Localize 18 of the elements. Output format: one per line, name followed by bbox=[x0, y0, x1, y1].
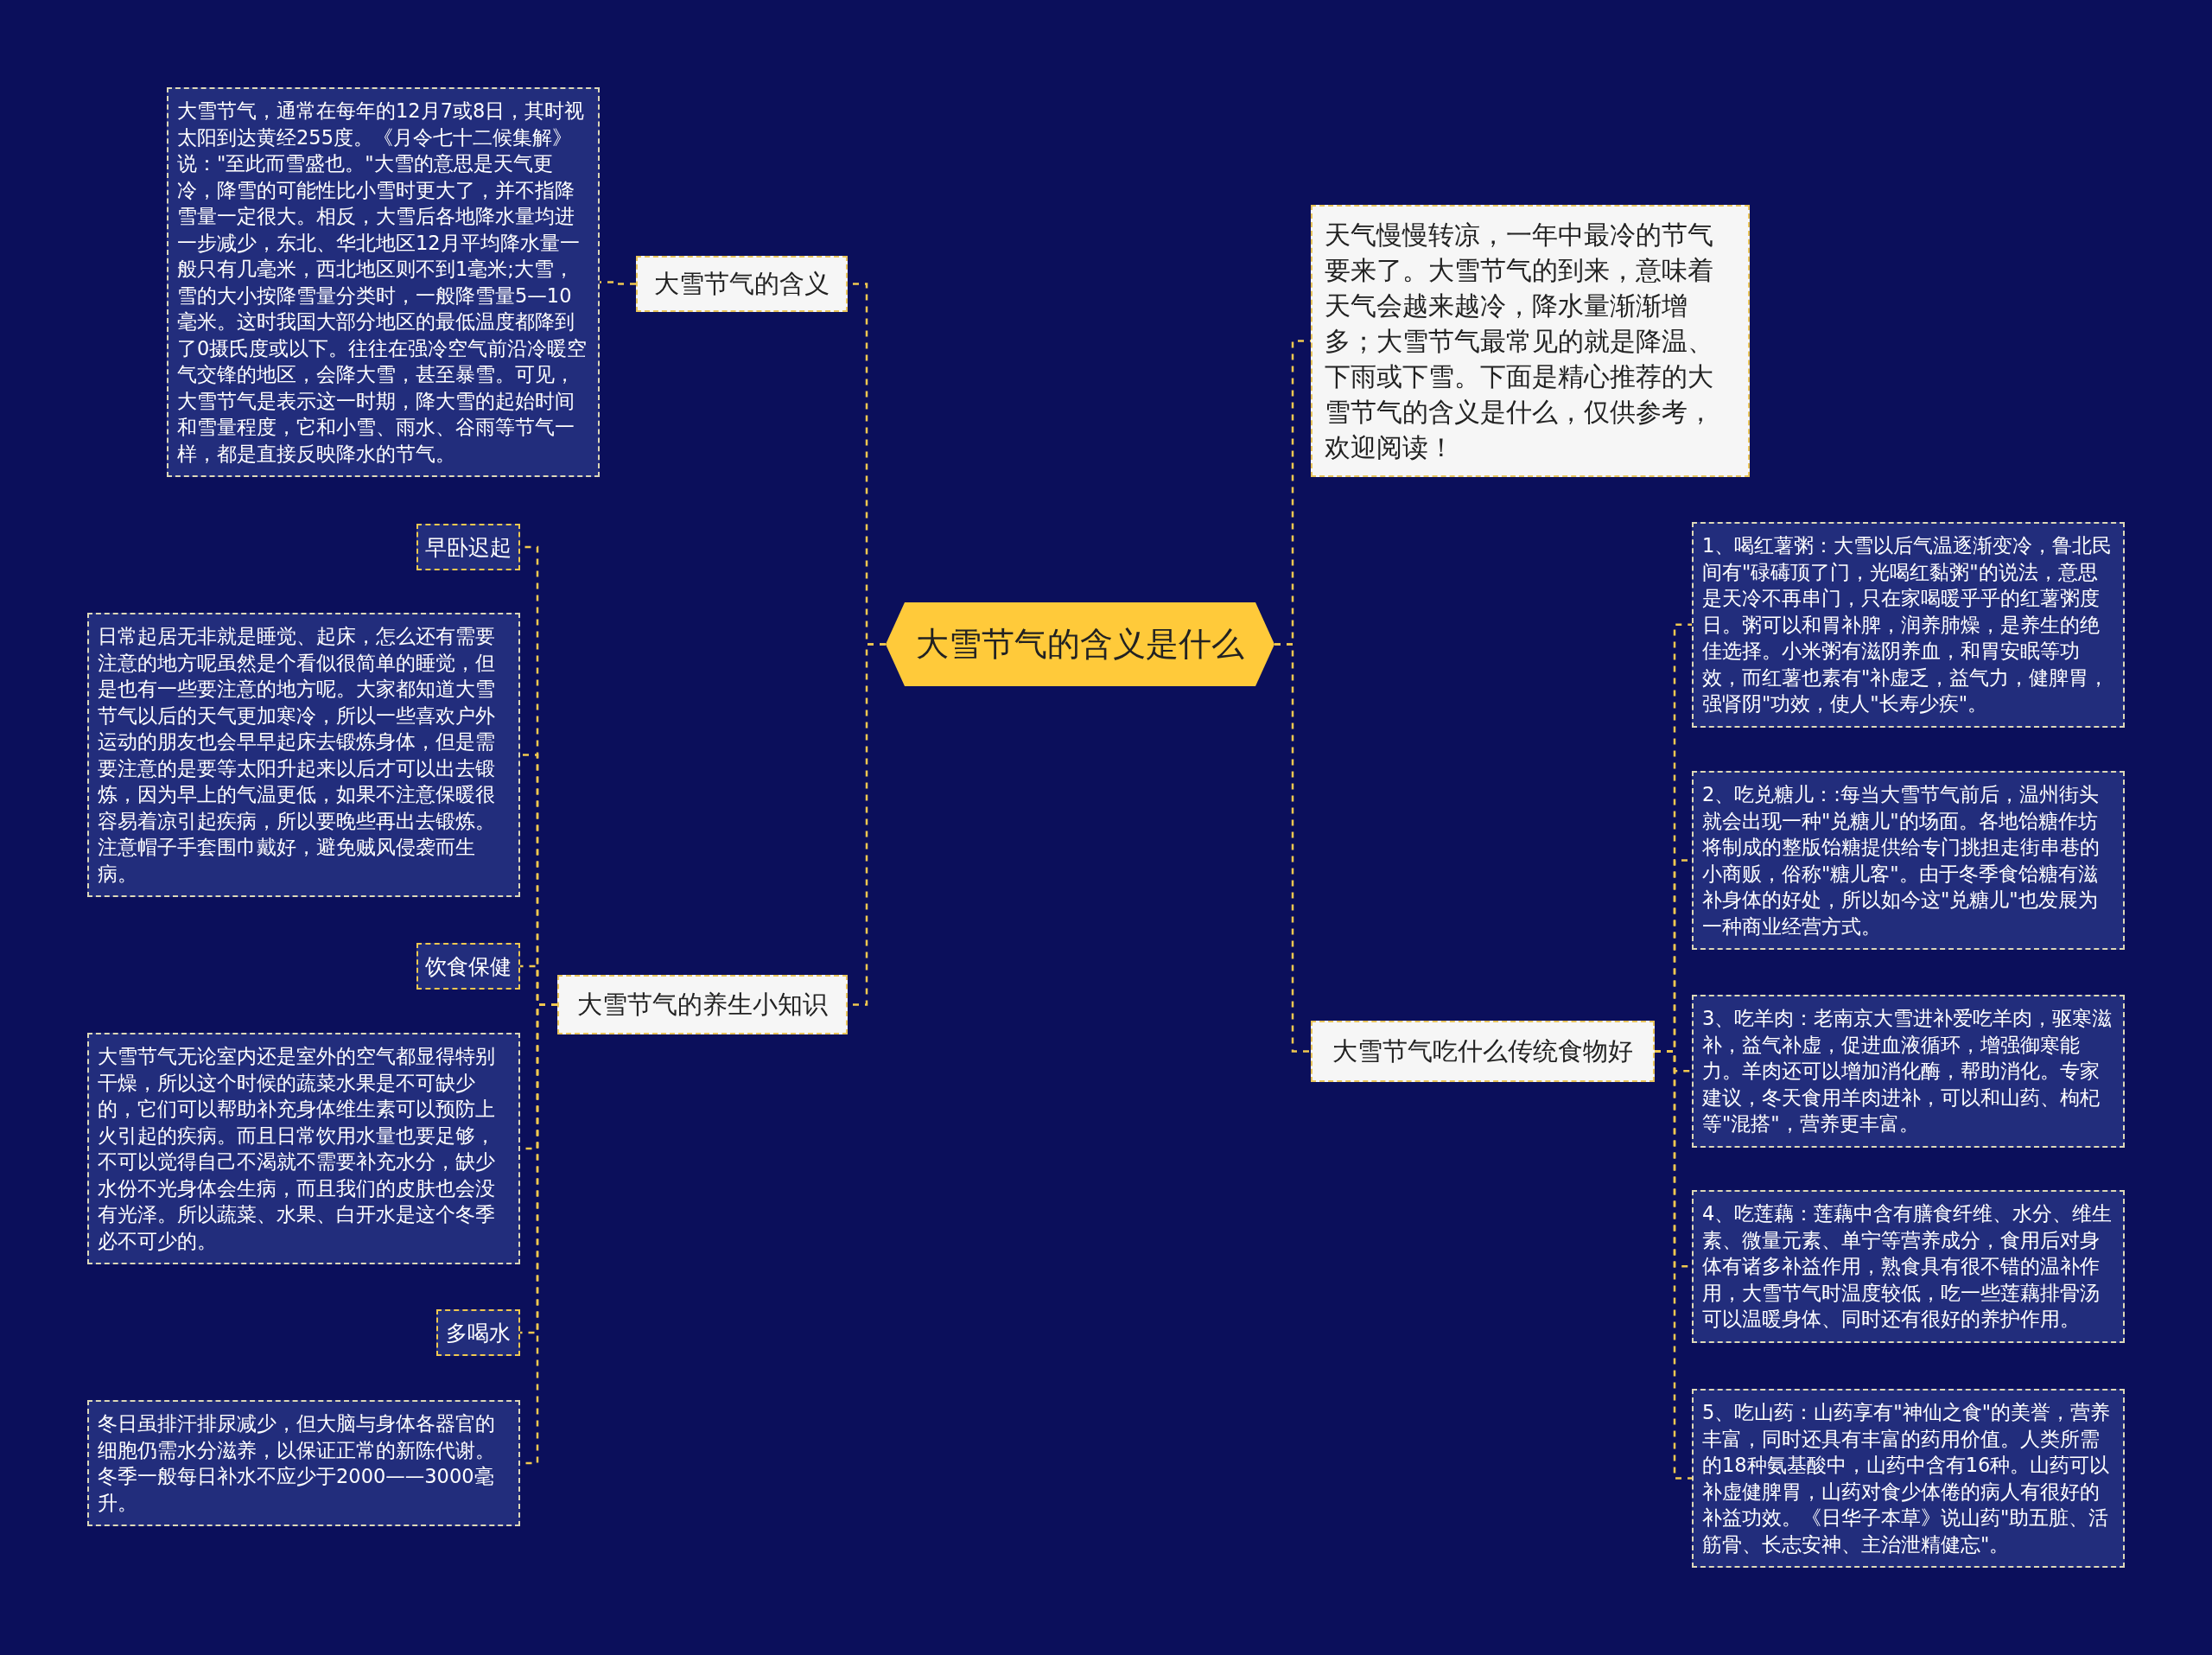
connector bbox=[1274, 643, 1311, 1053]
topic-box: 大雪节气的含义 bbox=[636, 256, 848, 312]
connector bbox=[600, 281, 636, 285]
subtopic-box: 早卧迟起 bbox=[416, 524, 520, 570]
note-box: 日常起居无非就是睡觉、起床，怎么还有需要注意的地方呢虽然是个看似很简单的睡觉，但是也有一些要注意的地方呢。大家都知道大雪节气以后的天气更加寒冷，所以一些喜欢户外运动的朋友也会早早起床去锻炼身体，但是需要注意的是要等太阳升起来以后才可以出去锻炼，因为早上的气温更低，如果不注意保暖很容易着凉引起疾病，所以要晚些再出去锻炼。注意帽子手套围巾戴好，避免贼风侵袭而生病。 bbox=[87, 613, 520, 897]
note-box: 1、喝红薯粥：大雪以后气温逐渐变冷，鲁北民间有"碌碡顶了门，光喝红黏粥"的说法，意思是天冷不再串门，只在家喝暖乎乎的红薯粥度日。粥可以和胃补脾，润养肺燥，是养生的绝佳选择。小米粥有滋阴养血，和胃安眠等功效，而红薯也素有"补虚乏，益气力，健脾胃，强肾阴"功效，使人"长寿少疾"。 bbox=[1692, 522, 2125, 728]
subtopic-box: 多喝水 bbox=[436, 1309, 520, 1356]
subtopic-box: 饮食保健 bbox=[416, 943, 520, 990]
topic-box: 大雪节气的养生小知识 bbox=[557, 975, 848, 1034]
note-box: 大雪节气无论室内还是室外的空气都显得特别干燥，所以这个时候的蔬菜水果是不可缺少的，它们可以帮助补充身体维生素可以预防上火引起的疾病。而且日常饮用水量也要足够，不可以觉得自己不渴就不需要补充水分，缺少水份不光身体会生病，而且我们的皮肤也会没有光泽。所以蔬菜、水果、白开水是这个冬季必不可少的。 bbox=[87, 1033, 520, 1264]
intro-box: 天气慢慢转凉，一年中最冷的节气要来了。大雪节气的到来，意味着天气会越来越冷，降水量渐渐增多；大雪节气最常见的就是降温、下雨或下雪。下面是精心推荐的大雪节气的含义是什么，仅供参考，欢迎阅读！ bbox=[1311, 205, 1750, 477]
note-box: 5、吃山药：山药享有"神仙之食"的美誉，营养丰富，同时还具有丰富的药用价值。人类所需的18种氨基酸中，山药中含有16种。山药可以补虚健脾胃，山药对食少体倦的病人有很好的补益功效。《日华子本草》说山药"助五脏、活筋骨、长志安神、主治泄精健忘"。 bbox=[1692, 1389, 2125, 1568]
note-box: 大雪节气，通常在每年的12月7或8日，其时视太阳到达黄经255度。《月令七十二候集解》说："至此而雪盛也。"大雪的意思是天气更冷，降雪的可能性比小雪时更大了，并不指降雪量一定很大。相反，大雪后各地降水量均进一步减少，东北、华北地区12月平均降水量一般只有几毫米，西北地区则不到1毫米;大雪，雪的大小按降雪量分类时，一般降雪量5—10毫米。这时我国大部分地区的最低温度都降到了0摄氏度或以下。往往在强冷空气前沿冷暖空气交锋的地区，会降大雪，甚至暴雪。可见，大雪节气是表示这一时期，降大雪的起始时间和雪量程度，它和小雪、雨水、谷雨等节气一样，都是直接反映降水的节气。 bbox=[167, 87, 600, 477]
note-box: 4、吃莲藕：莲藕中含有膳食纤维、水分、维生素、微量元素、单宁等营养成分，食用后对身体有诸多补益作用，熟食具有很不错的温补作用，大雪节气时温度较低，吃一些莲藕排骨汤可以温暖身体、同时还有很好的养护作用。 bbox=[1692, 1190, 2125, 1343]
note-box: 2、吃兑糖儿：:每当大雪节气前后，温州街头就会出现一种"兑糖儿"的场面。各地饴糖作坊将制成的整版饴糖提供给专门挑担走街串巷的小商贩，俗称"糖儿客"。由于冬季食饴糖有滋补身体的好处，所以如今这"兑糖儿"也发展为一种商业经营方式。 bbox=[1692, 771, 2125, 950]
note-box: 3、吃羊肉：老南京大雪进补爱吃羊肉，驱寒滋补，益气补虚，促进血液循环，增强御寒能力。羊肉还可以增加消化酶，帮助消化。专家建议，冬天食用羊肉进补，可以和山药、枸杞等"混搭"，营养更丰富。 bbox=[1692, 995, 2125, 1148]
note-box: 冬日虽排汗排尿减少，但大脑与身体各器官的细胞仍需水分滋养，以保证正常的新陈代谢。冬季一般每日补水不应少于2000——3000毫升。 bbox=[87, 1400, 520, 1526]
topic-box: 大雪节气吃什么传统食物好 bbox=[1311, 1021, 1655, 1082]
